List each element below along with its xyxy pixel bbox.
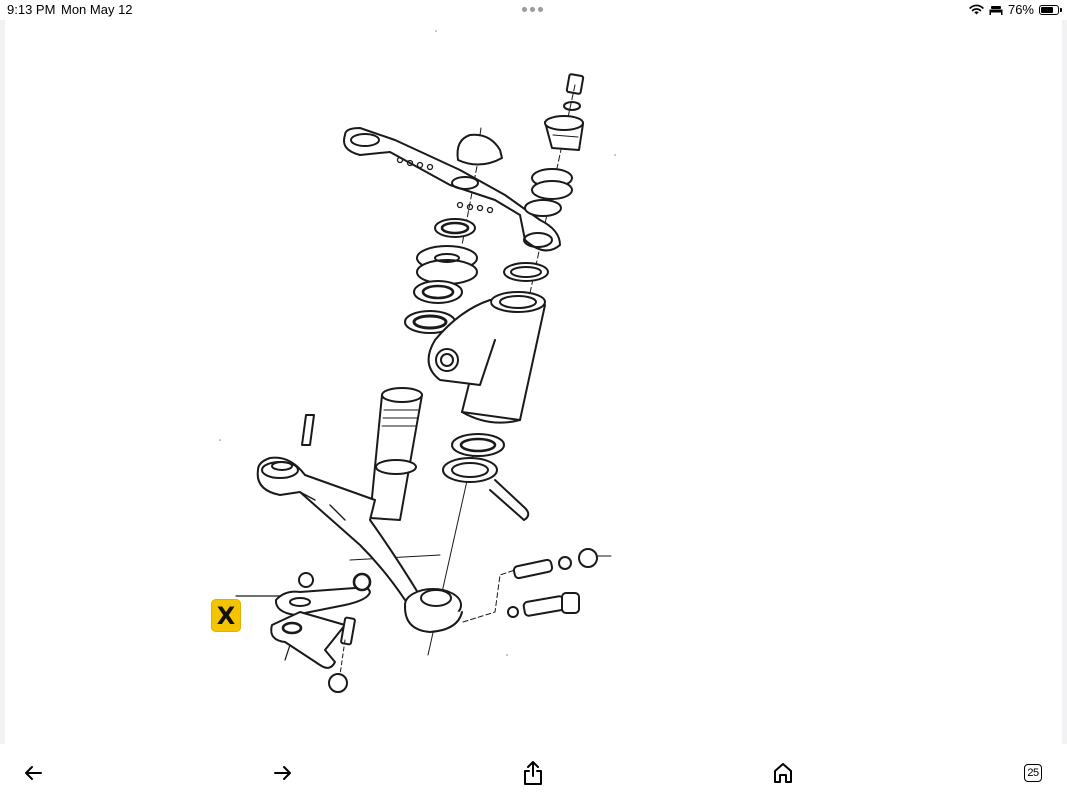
document-viewport[interactable]: X — [0, 20, 1067, 744]
wifi-icon — [969, 4, 984, 15]
tabs-icon: 25 — [1024, 764, 1042, 782]
battery-percent: 76% — [1007, 2, 1034, 17]
document-page: X — [5, 20, 1062, 744]
arrow-right-icon — [274, 766, 291, 780]
multitasking-dots[interactable] — [522, 7, 543, 12]
back-button[interactable] — [17, 757, 49, 789]
share-icon — [524, 761, 542, 785]
callout-label-x: X — [211, 599, 241, 632]
home-button[interactable] — [767, 757, 799, 789]
battery-icon — [1039, 4, 1062, 15]
status-time: 9:13 PM — [7, 2, 56, 17]
arrow-left-icon — [25, 766, 42, 780]
status-date: Mon May 12 — [61, 2, 133, 17]
status-indicators: 76% — [969, 2, 1062, 17]
home-icon — [774, 763, 792, 783]
forward-button[interactable] — [267, 757, 299, 789]
bottom-toolbar: 25 — [0, 744, 1067, 800]
sleep-bed-icon — [989, 5, 1003, 15]
status-bar: 9:13 PM Mon May 12 76% — [0, 0, 1067, 20]
tabs-button[interactable]: 25 — [1017, 757, 1049, 789]
exploded-parts-diagram — [219, 30, 616, 693]
share-button[interactable] — [517, 757, 549, 789]
